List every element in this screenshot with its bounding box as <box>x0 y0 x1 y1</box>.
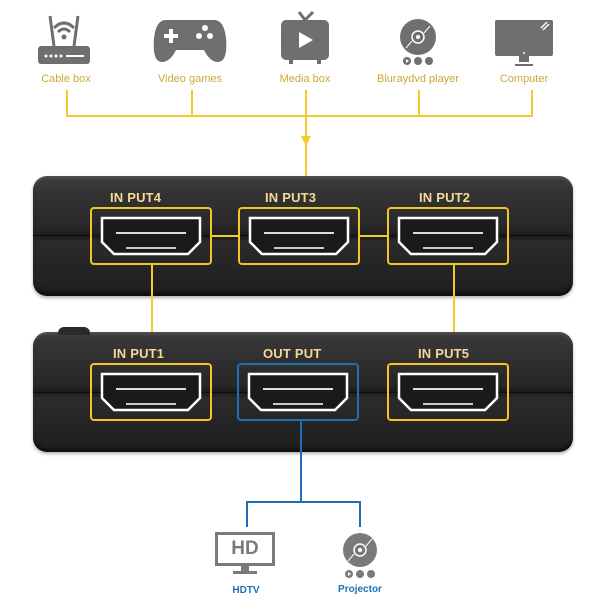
disc-player-icon <box>400 19 436 65</box>
port-label: IN PUT2 <box>419 190 471 205</box>
source-label: Computer <box>499 73 549 85</box>
hdmi-port-icon <box>397 372 499 412</box>
source-label: Video games <box>157 73 222 85</box>
arrow-down-icon <box>301 136 311 146</box>
output-label: Projector <box>338 584 382 595</box>
hdmi-port-icon <box>247 372 349 412</box>
projector-disc-icon <box>343 533 377 578</box>
source-label: Media box <box>279 73 331 85</box>
source-label: Cable box <box>41 73 91 85</box>
hdmi-port-icon <box>397 216 499 256</box>
port-label: IN PUT3 <box>265 190 317 205</box>
hdmi-port-icon <box>100 372 202 412</box>
hd-screen-text: HD <box>231 538 259 559</box>
hdmi-port-icon <box>248 216 350 256</box>
source-label: Bluraydvd player <box>377 73 459 85</box>
port-label: IN PUT4 <box>110 190 162 205</box>
port-label: IN PUT5 <box>418 346 470 361</box>
port-label: IN PUT1 <box>113 346 165 361</box>
gamepad-icon <box>153 20 227 62</box>
router-icon <box>38 15 90 64</box>
hdmi-port-icon <box>100 216 202 256</box>
output-label: HDTV <box>232 585 260 596</box>
port-label: OUT PUT <box>263 346 322 361</box>
hdtv-icon: HD <box>215 532 279 576</box>
tv-play-icon <box>281 10 329 64</box>
monitor-icon <box>495 20 553 66</box>
